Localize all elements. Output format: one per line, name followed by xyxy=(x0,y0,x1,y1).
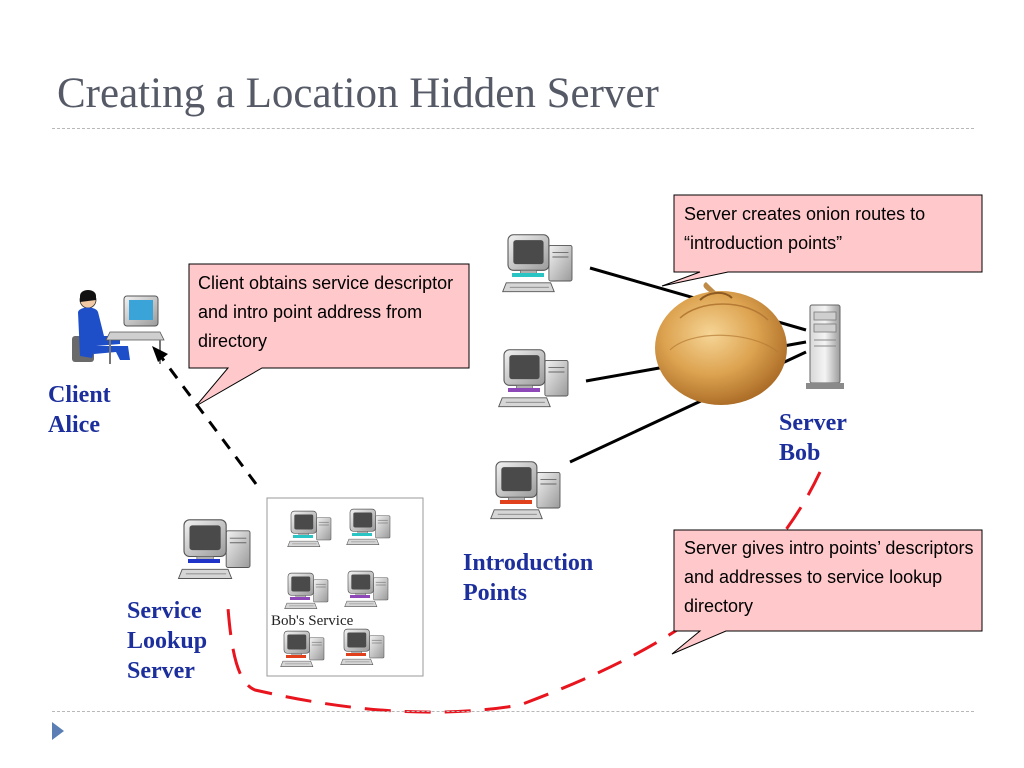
onion-icon xyxy=(655,282,787,405)
introduction-points-label: Introduction Points xyxy=(463,550,594,606)
slide-title: Creating a Location Hidden Server xyxy=(57,70,659,117)
computer-icon xyxy=(502,234,573,293)
footer-divider xyxy=(52,711,974,712)
bobs-service-label: Bob's Service xyxy=(271,613,354,629)
callout-server-gives-text: Server gives intro points’ descriptors a… xyxy=(684,538,974,616)
callout-client-obtains-bubble xyxy=(188,263,470,407)
computer-icon xyxy=(490,461,561,520)
service-lookup-server-label: Service Lookup Server xyxy=(127,598,208,684)
callout-server-creates-bubble xyxy=(661,194,983,287)
slide-bullet-icon xyxy=(52,722,64,740)
computer-icon xyxy=(177,519,251,580)
computer-icon xyxy=(498,349,569,408)
person-at-computer-icon xyxy=(72,290,165,364)
callout-server-gives-bubble xyxy=(671,529,983,655)
callout-server-creates-text: Server creates onion routes to “introduc… xyxy=(684,204,926,253)
server-tower-icon xyxy=(806,304,844,389)
server-bob-label: Server Bob xyxy=(779,410,847,466)
client-alice-label: Client Alice xyxy=(48,382,111,438)
client-lookup-dashed-arrow xyxy=(152,346,258,485)
callout-client-obtains-text: Client obtains service descriptor and in… xyxy=(198,273,454,351)
title-divider xyxy=(52,128,974,129)
bobs-service-panel xyxy=(266,497,424,677)
